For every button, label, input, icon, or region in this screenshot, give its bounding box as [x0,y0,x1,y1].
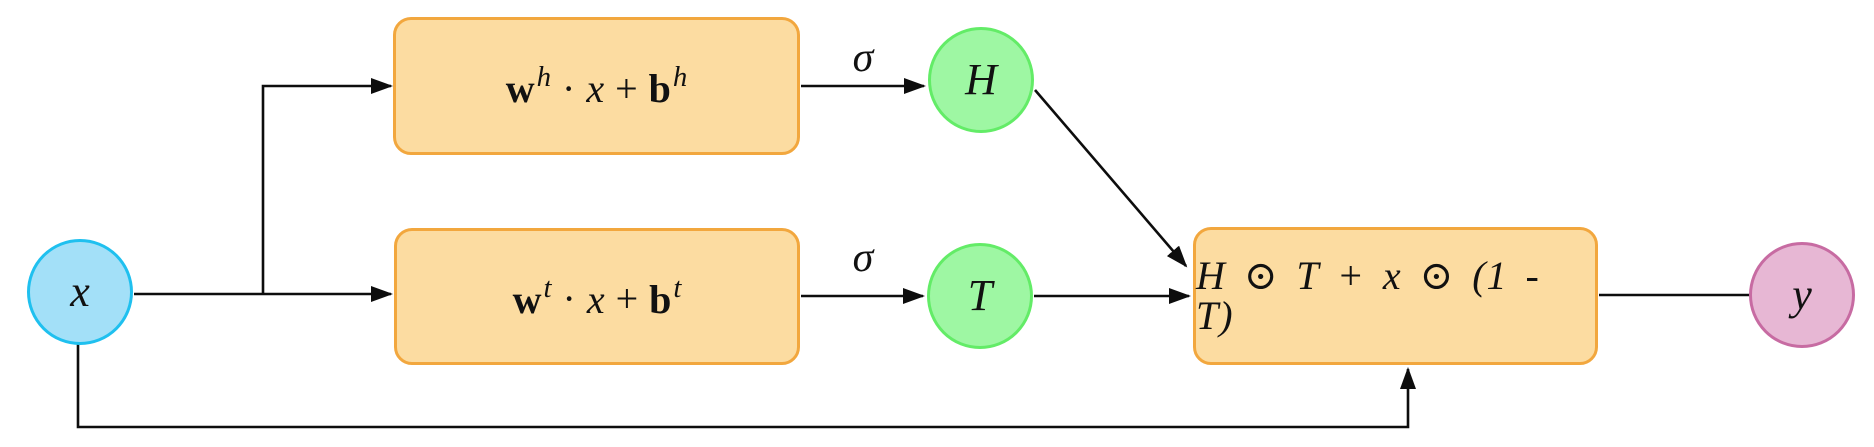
edge-x-skip-to-output-box [76,344,1416,429]
output-formula: H ⊙ T + x ⊙ (1 - T) [1196,253,1540,338]
plus-operator: + [615,65,638,111]
node-input-x-label: x [70,267,90,316]
transform-formula: wt·x+bt [512,271,682,322]
node-hidden-gate-H: H [928,27,1034,133]
sigma-label-bottom: σ [852,235,874,281]
edge-x-branch-to-hidden-box [261,78,393,294]
node-input-x: x [27,239,133,345]
hidden-formula-w: w [505,65,535,111]
node-output-y-label: y [1792,270,1812,319]
transform-formula-b: b [649,276,672,322]
node-output-formula-box: H ⊙ T + x ⊙ (1 - T) [1193,227,1598,365]
hidden-formula-w-sup: h [536,61,551,94]
plus-operator: + [615,276,639,322]
node-hidden-formula-box: wh·x+bh [393,17,800,155]
node-H-label: H [965,55,997,104]
edge-H-to-output-box [1034,89,1188,268]
node-transform-formula-box: wt·x+bt [394,228,800,365]
transform-formula-x: x [586,276,605,322]
node-T-label: T [967,271,993,320]
dot-operator: · [561,65,576,111]
hidden-formula-b-sup: h [672,61,688,94]
node-transform-gate-T: T [927,243,1033,349]
transform-formula-w-sup: t [543,271,552,304]
hidden-formula: wh·x+bh [506,63,688,109]
hidden-formula-x: x [586,65,605,111]
sigma-label-top: σ [852,35,874,81]
hidden-formula-b: b [648,65,671,111]
transform-formula-w: w [512,276,542,322]
transform-formula-b-sup: t [673,271,682,304]
node-output-y: y [1749,242,1855,348]
dot-operator: · [562,276,576,322]
